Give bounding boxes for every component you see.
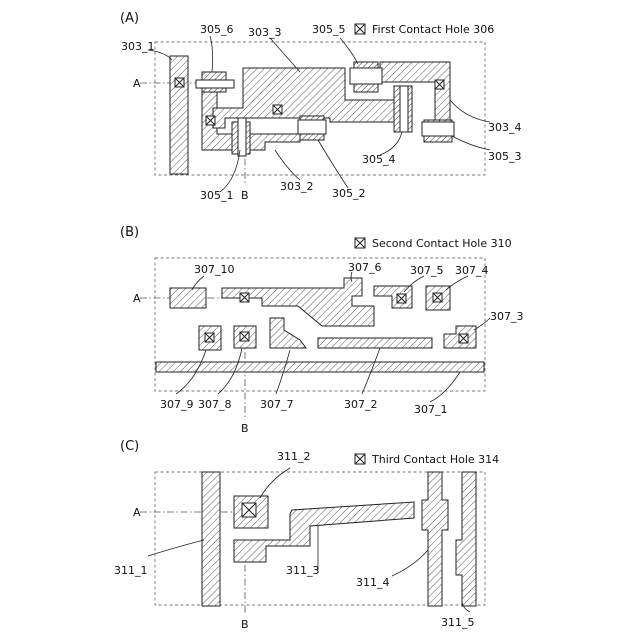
contact-hole-310-b [397, 294, 406, 303]
label-303-2: 303_2 [280, 180, 314, 193]
electrode-305-4-channel [400, 86, 408, 132]
label-311-4: 311_4 [356, 576, 390, 589]
label-305-2: 305_2 [332, 187, 366, 200]
third-contact-hole-legend-text: Third Contact Hole 314 [371, 453, 499, 466]
layer-307-2 [318, 338, 432, 348]
label-303-4: 303_4 [488, 121, 522, 134]
panel-c-label: (C) [120, 439, 139, 454]
electrode-305-1-channel [238, 118, 246, 156]
third-contact-hole-legend: Third Contact Hole 314 [355, 453, 499, 466]
label-section-a: A [133, 77, 141, 90]
layer-311-4 [422, 472, 448, 606]
contact-hole-310-e [205, 333, 214, 342]
label-307-5: 307_5 [410, 264, 444, 277]
label-307-1: 307_1 [414, 403, 448, 416]
contact-hole-310-a [240, 293, 249, 302]
label-307-4: 307_4 [455, 264, 489, 277]
label-307-8: 307_8 [198, 398, 232, 411]
label-303-3: 303_3 [248, 26, 282, 39]
label-307-9: 307_9 [160, 398, 194, 411]
electrode-305-5-channel [350, 68, 382, 84]
layer-311-1 [202, 472, 220, 606]
electrode-305-6-channel [196, 80, 234, 88]
contact-hole-310-c [433, 293, 442, 302]
layer-307-1 [156, 362, 484, 372]
label-307-6: 307_6 [348, 261, 382, 274]
label-305-5: 305_5 [312, 23, 346, 36]
contact-hole-306-d [435, 80, 444, 89]
label-section-b: B [241, 618, 249, 631]
contact-hole-310-d [459, 334, 468, 343]
panel-a-label: (A) [120, 11, 139, 26]
first-contact-hole-legend-text: First Contact Hole 306 [372, 23, 494, 36]
label-307-10: 307_10 [194, 263, 235, 276]
contact-hole-306-b [206, 116, 215, 125]
contact-hole-306-c [273, 105, 282, 114]
layer-303-1 [170, 56, 188, 174]
panel-a: (A) First Contact Hole 306 [120, 11, 522, 202]
second-contact-hole-legend: Second Contact Hole 310 [355, 237, 512, 250]
panel-b: (B) Second Contact Hole 310 [120, 225, 524, 435]
panel-c: (C) Third Contact Hole 314 [114, 439, 499, 631]
electrode-305-2-channel [298, 120, 326, 134]
label-305-3: 305_3 [488, 150, 522, 163]
label-section-b: B [241, 422, 249, 435]
label-307-7: 307_7 [260, 398, 294, 411]
contact-hole-310-f [240, 332, 249, 341]
label-305-4: 305_4 [362, 153, 396, 166]
label-303-1: 303_1 [121, 40, 155, 53]
label-307-2: 307_2 [344, 398, 378, 411]
layer-307-10 [170, 288, 206, 308]
second-contact-hole-legend-text: Second Contact Hole 310 [372, 237, 512, 250]
label-311-2: 311_2 [277, 450, 311, 463]
layer-311-5 [456, 472, 476, 606]
label-305-1: 305_1 [200, 189, 234, 202]
label-section-b: B [241, 189, 249, 202]
label-section-a: A [133, 506, 141, 519]
label-311-1: 311_1 [114, 564, 148, 577]
electrode-305-3-channel [422, 122, 454, 136]
label-311-3: 311_3 [286, 564, 320, 577]
label-311-5: 311_5 [441, 616, 475, 629]
first-contact-hole-legend: First Contact Hole 306 [355, 23, 494, 36]
label-section-a: A [133, 292, 141, 305]
layer-307-7 [270, 318, 306, 348]
contact-hole-314-a [242, 503, 256, 517]
panel-b-label: (B) [120, 225, 139, 240]
label-305-6: 305_6 [200, 23, 234, 36]
label-307-3: 307_3 [490, 310, 524, 323]
contact-hole-306-a [175, 78, 184, 87]
